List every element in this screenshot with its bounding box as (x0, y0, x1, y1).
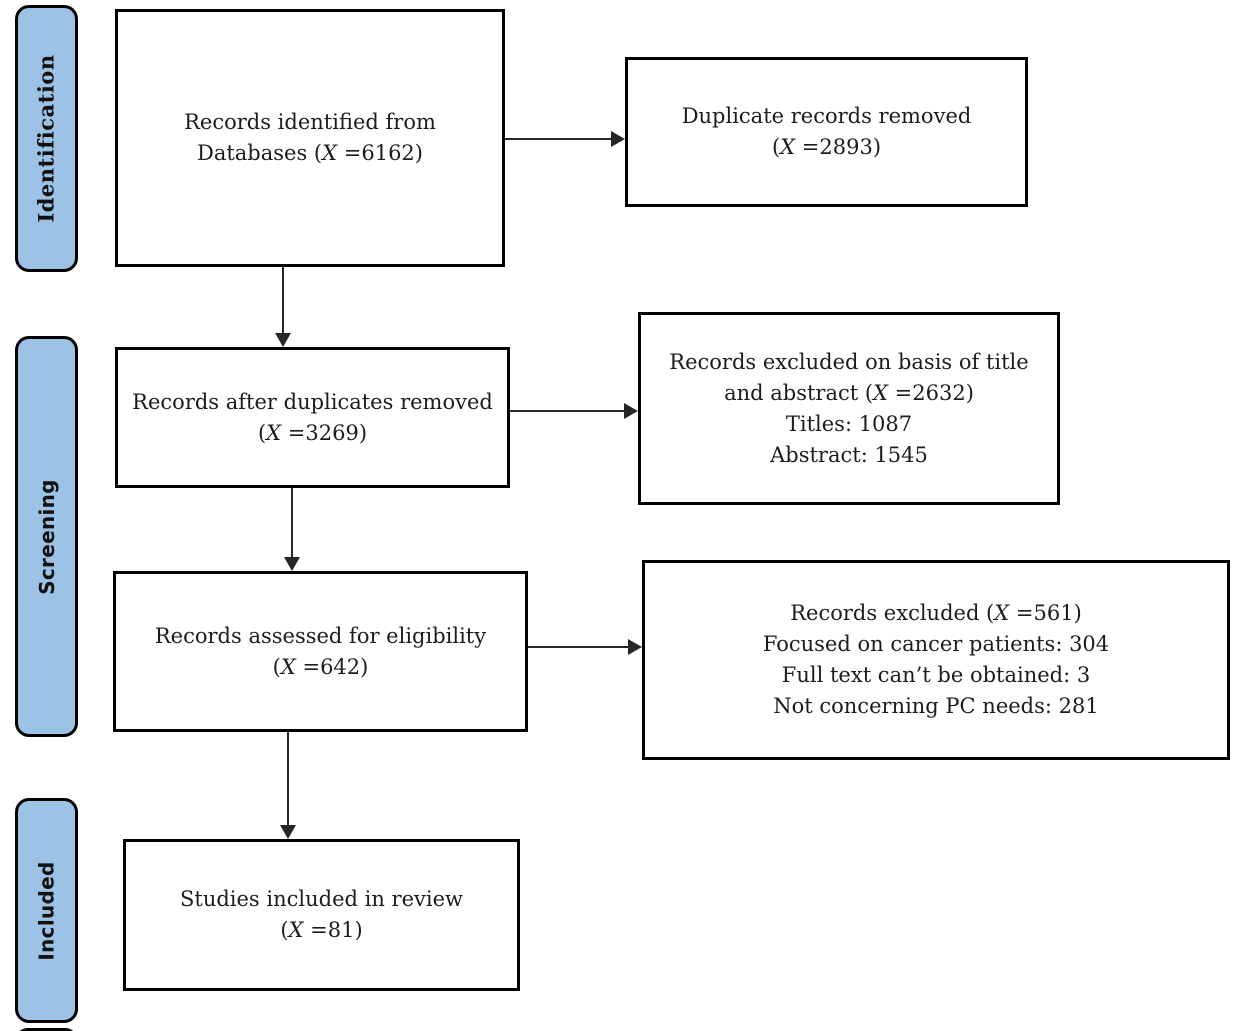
box-records-excluded: Records excluded (X =561) Focused on can… (642, 560, 1230, 760)
arrow-after-duplicates-to-assessed-line (291, 488, 293, 558)
box-text-line: Not concerning PC needs: 281 (773, 694, 1099, 718)
stage-label-screening: Screening (15, 336, 78, 737)
box-text-line: (X =81) (280, 918, 363, 942)
stage-label-identification-text: Identification (34, 54, 60, 223)
arrow-assessed-to-included-line (287, 732, 289, 826)
arrow-identified-to-duplicates-line (505, 138, 613, 140)
arrow-identified-to-after-duplicates-line (282, 267, 284, 335)
arrow-identified-to-duplicates-head (611, 131, 625, 147)
box-text-line: Studies included in review (180, 887, 463, 911)
box-records-identified: Records identified from Databases (X =61… (115, 9, 505, 267)
arrow-assessed-to-excluded-head (628, 639, 642, 655)
arrow-after-duplicates-to-assessed-head (284, 557, 300, 571)
stage-label-included-text: Included (34, 860, 59, 961)
box-records-assessed-eligibility: Records assessed for eligibility (X =642… (113, 571, 528, 732)
box-text-line: (X =3269) (257, 420, 368, 445)
box-text-line: Records excluded (X =561) (790, 601, 1082, 625)
box-records-after-duplicates-removed: Records after duplicates removed (X =326… (115, 347, 510, 488)
arrow-assessed-to-excluded-line (528, 646, 629, 648)
stage-label-identification: Identification (15, 5, 78, 272)
arrow-after-duplicates-to-excluded-head (624, 403, 638, 419)
box-text-line: Titles: 1087 (785, 411, 913, 436)
box-text-line: Abstract: 1545 (770, 442, 928, 467)
box-duplicate-records-removed: Duplicate records removed (X =2893) (625, 57, 1028, 207)
box-text-line: and abstract (X =2632) (724, 380, 974, 405)
box-text-line: Databases (X =6162) (196, 141, 423, 165)
arrow-identified-to-after-duplicates-head (275, 333, 291, 347)
box-text-line: Records assessed for eligibility (154, 623, 487, 648)
box-text-line: (X =642) (272, 654, 369, 679)
arrow-assessed-to-included-head (280, 825, 296, 839)
box-text-line: Full text can’t be obtained: 3 (781, 663, 1091, 687)
box-text-line: Duplicate records removed (681, 104, 972, 128)
stage-label-screening-text: Screening (34, 478, 59, 595)
box-text-line: Records after duplicates removed (132, 389, 493, 414)
box-records-excluded-title-abstract: Records excluded on basis of title and a… (638, 312, 1060, 505)
box-text-line: Records excluded on basis of title (669, 349, 1029, 374)
arrow-after-duplicates-to-excluded-line (510, 410, 624, 412)
box-text-line: Records identified from (184, 110, 436, 134)
box-studies-included-in-review: Studies included in review (X =81) (123, 839, 520, 991)
stage-label-included: Included (15, 798, 78, 1023)
box-text-line: Focused on cancer patients: 304 (762, 632, 1110, 656)
box-text-line: (X =2893) (771, 135, 882, 159)
